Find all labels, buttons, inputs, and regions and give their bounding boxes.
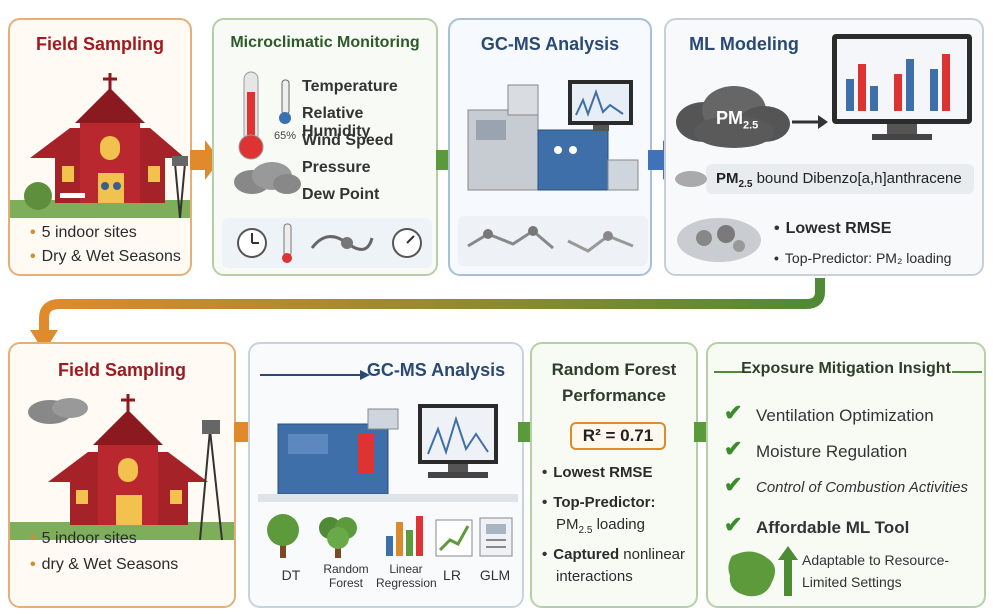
panel-gcms-bottom: GC-MS Analysis DT Random Forest Linear R… (248, 342, 524, 608)
pm-cloud-icon (676, 86, 790, 148)
model-label-dt: DT (281, 567, 301, 583)
model-label-linear-regression: Linear Regression (376, 562, 437, 590)
bullet-sites: •5 indoor sites (30, 224, 137, 241)
model-label-lr: LR (443, 567, 461, 583)
r2-badge: R² = 0.71 (570, 422, 666, 450)
title-arrow (260, 370, 370, 380)
cloud-pm-label: PM2.5 (716, 108, 759, 132)
bullet-captured: •Captured nonlinear (542, 546, 685, 563)
panel-title: GC-MS Analysis (480, 34, 620, 54)
item-ventilation: Ventilation Optimization (756, 406, 934, 425)
connector-arrow (30, 278, 825, 352)
note-line2: Limited Settings (802, 574, 902, 590)
model-icons (267, 514, 513, 558)
panel-title: Microclimatic Monitoring (230, 34, 420, 51)
item-dewpoint: Dew Point (302, 186, 380, 203)
model-label-glm: GLM (479, 567, 511, 583)
map-icon (728, 551, 776, 597)
panel-gcms-top: GC-MS Analysis (448, 18, 652, 276)
bullet-top-predictor: •Top-Predictor: (542, 494, 656, 511)
title-rule-left (714, 371, 744, 373)
instrument-strip (222, 218, 432, 268)
title-rule-right (952, 371, 982, 373)
item-temperature: Temperature (302, 78, 398, 95)
bullet-top-predictor-value: PM2.5 loading (556, 516, 645, 536)
panel-title: GC-MS Analysis (366, 360, 506, 380)
check-icon: ✔ (724, 436, 743, 461)
panel-title: Field Sampling (57, 360, 186, 380)
up-arrow-icon (778, 546, 798, 596)
item-affordable-ml: Affordable ML Tool (756, 518, 910, 537)
thermometer-icon (238, 71, 264, 160)
church-illustration (10, 394, 234, 541)
molecule-strip (458, 216, 648, 266)
panel-microclimatic: Microclimatic Monitoring 65% Temperature… (212, 18, 438, 276)
check-icon: ✔ (724, 472, 743, 497)
bullet-interactions: interactions (556, 568, 633, 585)
bullet-lowest-rmse: •Lowest RMSE (542, 464, 653, 481)
bullet-seasons: •dry & Wet Seasons (30, 556, 179, 573)
monitor-chart-icon (832, 34, 972, 140)
smoke-icon (675, 171, 707, 187)
church-illustration (10, 73, 190, 219)
panel-ml-modeling: ML Modeling PM2.5 PM2.5 bound Dibenzo[a,… (664, 18, 984, 276)
bullet-top-predictor: •Top-Predictor: PM₂ loading (774, 250, 952, 266)
item-pressure: Pressure (302, 159, 371, 176)
panel-title: Field Sampling (35, 34, 164, 54)
check-icon: ✔ (724, 400, 743, 425)
bullet-lowest-rmse: •Lowest RMSE (774, 220, 892, 237)
model-label-random-forest: Random Forest (323, 562, 369, 590)
item-combustion: Control of Combustion Activities (756, 479, 969, 496)
gauge-reading: 65% (274, 130, 297, 142)
item-humidity: Relative Humidity (302, 105, 371, 140)
bullet-sites: •5 indoor sites (30, 530, 137, 547)
humidity-thermometer-icon (279, 79, 291, 124)
note-line1: Adaptable to Resource- (802, 552, 950, 568)
panel-title-line1: Random Forest (551, 360, 677, 379)
gcms-instrument-illustration (258, 404, 518, 502)
compound-label: PM2.5 bound Dibenzo[a,h]anthracene (706, 164, 974, 194)
panel-field-sampling-bottom: Field Sampling •5 indoor sites •dry & We… (8, 342, 236, 608)
particles-icon (677, 218, 761, 262)
gcms-instrument-illustration (467, 80, 639, 191)
panel-rf-performance: Random Forest Performance R² = 0.71 •Low… (530, 342, 698, 608)
item-moisture: Moisture Regulation (756, 442, 908, 461)
item-wind: Wind Speed (302, 132, 394, 149)
check-icon: ✔ (724, 512, 743, 537)
panel-title: Exposure Mitigation Insight (741, 360, 951, 377)
cloud-icon (234, 162, 301, 194)
panel-title: ML Modeling (689, 34, 799, 54)
bullet-seasons: •Dry & Wet Seasons (30, 248, 181, 265)
panel-title-line2: Performance (562, 386, 666, 405)
arrow-to-monitor (792, 115, 828, 129)
panel-field-sampling-top: Field Sampling •5 indoor sites •Dry & We… (8, 18, 192, 276)
panel-exposure-insight: Exposure Mitigation Insight ✔ Ventilatio… (706, 342, 986, 608)
